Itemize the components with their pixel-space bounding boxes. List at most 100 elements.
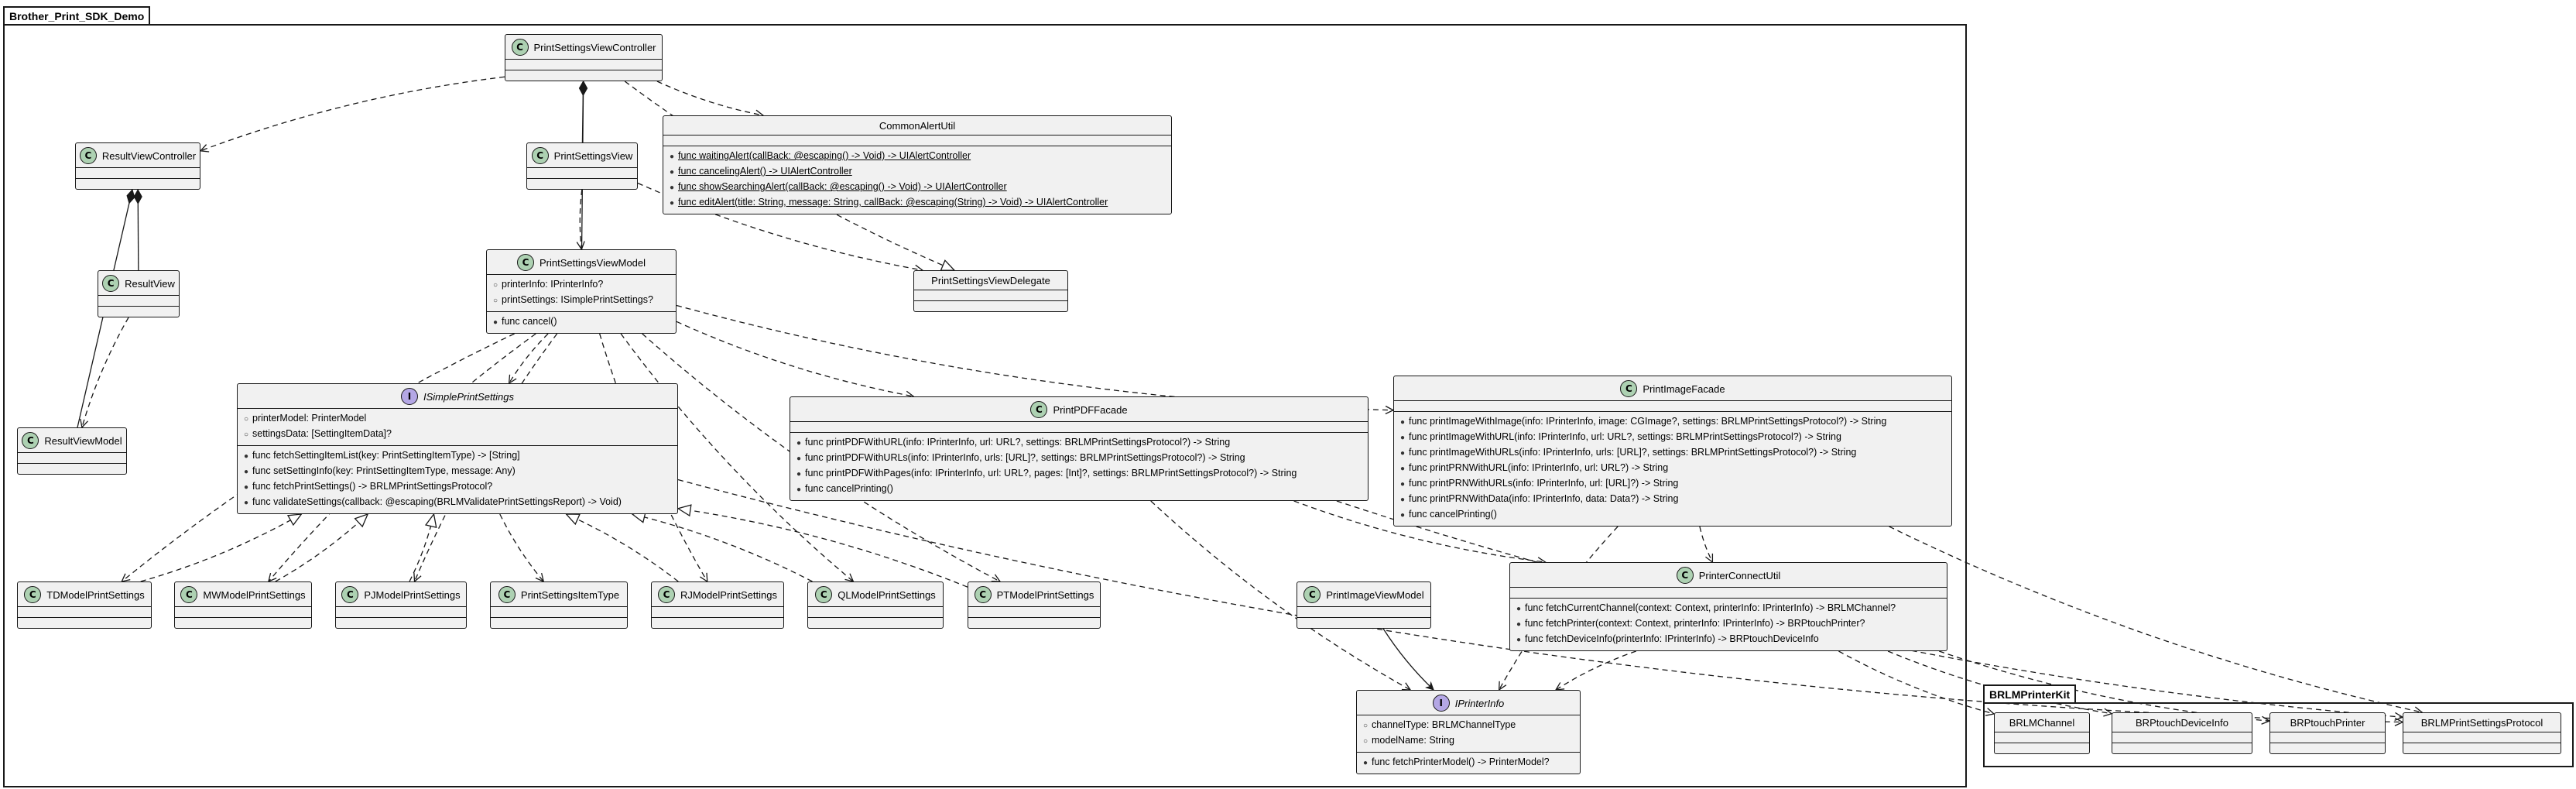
relation-dependency-print-settings-view-model-to-print-image-facade	[676, 304, 1393, 410]
class-fields-section: ○channelType: BRLMChannelType○modelName:…	[1357, 715, 1580, 752]
relation-dependency-print-settings-view-model-to-ql-model-print-settings	[620, 333, 853, 581]
method-row: ●func setSettingInfo(key: PrintSettingIt…	[244, 464, 671, 479]
relation-dependency-print-image-facade-to-brlm-print-settings-protocol	[1889, 526, 2422, 712]
class-name: PrintSettingsView	[553, 149, 633, 162]
class-name: BRPtouchPrinter	[2290, 717, 2365, 729]
class-methods-section: ●func waitingAlert(callBack: @escaping()…	[663, 146, 1171, 214]
class-badge-icon: C	[516, 254, 534, 271]
class-methods-section	[2112, 743, 2252, 753]
relation-realization-pt-model-print-settings-to-i-simple-print-settings	[678, 509, 968, 588]
public-visibility-icon: ●	[1516, 636, 1522, 644]
public-visibility-icon: ●	[796, 455, 802, 463]
method-row: ●func showSearchingAlert(callBack: @esca…	[670, 180, 1165, 195]
method-row: ●func fetchCurrentChannel(context: Conte…	[1516, 601, 1941, 616]
method-row: ●func fetchSettingItemList(key: PrintSet…	[244, 448, 671, 464]
method-row: ● func fetchPrinterModel() -> PrinterMode…	[1363, 755, 1574, 770]
class-name: BRLMPrintSettingsProtocol	[2420, 717, 2543, 729]
public-visibility-icon: ○	[1363, 737, 1368, 746]
public-visibility-icon: ●	[1363, 759, 1368, 767]
public-visibility-icon: ●	[796, 485, 802, 494]
method-text: func printImageWithURL(info: IPrinterInf…	[1409, 431, 1841, 442]
class-fields-section	[808, 606, 943, 617]
public-visibility-icon: ●	[1400, 480, 1406, 489]
package-demo	[3, 24, 1967, 787]
class-box-common-alert-util[interactable]: CommonAlertUtil●func waitingAlert(callBa…	[663, 115, 1172, 214]
method-row: ●func printPDFWithURL(info: IPrinterInfo…	[796, 435, 1362, 451]
class-fields-section	[527, 167, 637, 178]
method-row: ●func fetchDeviceInfo(printerInfo: IPrin…	[1516, 632, 1941, 647]
method-text: func printPRNWithURL(info: IPrinterInfo,…	[1409, 462, 1669, 473]
class-fields-section	[336, 606, 466, 617]
class-name: PrintSettingsViewDelegate	[931, 275, 1050, 286]
method-text: func fetchSettingItemList(key: PrintSett…	[252, 450, 520, 461]
relation-dependency-print-settings-view-model-to-i-simple-print-settings	[509, 333, 549, 383]
class-methods-section	[336, 617, 466, 628]
public-visibility-icon: ●	[670, 153, 675, 161]
class-name: PrintSettingsItemType	[520, 588, 620, 601]
method-text: func fetchPrinter(context: Context, prin…	[1525, 618, 1865, 629]
field-text: printSettings: ISimplePrintSettings?	[502, 294, 653, 305]
class-methods-section	[98, 306, 179, 317]
class-methods-section	[18, 617, 151, 628]
class-fields-section	[914, 290, 1067, 300]
relation-dependency-print-settings-view-controller-to-result-view-controller	[200, 76, 505, 151]
class-badge-icon: C	[341, 586, 359, 603]
class-name: RJModelPrintSettings	[680, 588, 777, 601]
class-box-br-ptouch-printer[interactable]: BRPtouchPrinter	[2269, 712, 2386, 754]
class-fields-section	[18, 606, 151, 617]
public-visibility-icon: ●	[670, 184, 675, 192]
method-text: func setSettingInfo(key: PrintSettingIte…	[252, 465, 516, 476]
method-row: ●func printImageWithURLs(info: IPrinterI…	[1400, 445, 1945, 461]
package-tab-demo: Brother_Print_SDK_Demo	[3, 6, 151, 25]
class-box-brlm-print-settings-protocol[interactable]: BRLMPrintSettingsProtocol	[2403, 712, 2561, 754]
class-box-brlm-channel[interactable]: BRLMChannel	[1994, 712, 2090, 754]
class-header: PrintSettingsViewDelegate	[914, 271, 1067, 290]
public-visibility-icon: ●	[1400, 496, 1406, 504]
method-text: func printPRNWithData(info: IPrinterInfo…	[1409, 493, 1679, 504]
class-fields-section	[2270, 732, 2385, 743]
class-fields-section	[1297, 606, 1430, 617]
class-box-br-ptouch-device-info[interactable]: BRPtouchDeviceInfo	[2112, 712, 2252, 754]
class-name: PTModelPrintSettings	[996, 588, 1094, 601]
method-row: ●func editAlert(title: String, message: …	[670, 195, 1165, 211]
class-badge-icon: C	[1030, 401, 1048, 418]
class-fields-section	[491, 606, 627, 617]
method-row: ●func printPRNWithData(info: IPrinterInf…	[1400, 492, 1945, 507]
public-visibility-icon: ●	[670, 199, 675, 208]
class-methods-section	[527, 178, 637, 189]
relation-dependency-print-pdf-facade-to-printer-connect-util	[1293, 500, 1546, 562]
class-fields-section	[2112, 732, 2252, 743]
field-row: ○settingsData: [SettingItemData]?	[244, 427, 671, 442]
class-methods-section	[914, 300, 1067, 311]
class-badge-icon: C	[1303, 586, 1321, 603]
class-box-print-settings-view-delegate[interactable]: PrintSettingsViewDelegate	[913, 270, 1068, 312]
method-text: func fetchPrinterModel() -> PrinterModel…	[1372, 756, 1550, 767]
public-visibility-icon: ●	[1516, 605, 1522, 613]
class-name: ResultViewModel	[44, 434, 122, 447]
class-name: ISimplePrintSettings	[423, 390, 515, 403]
